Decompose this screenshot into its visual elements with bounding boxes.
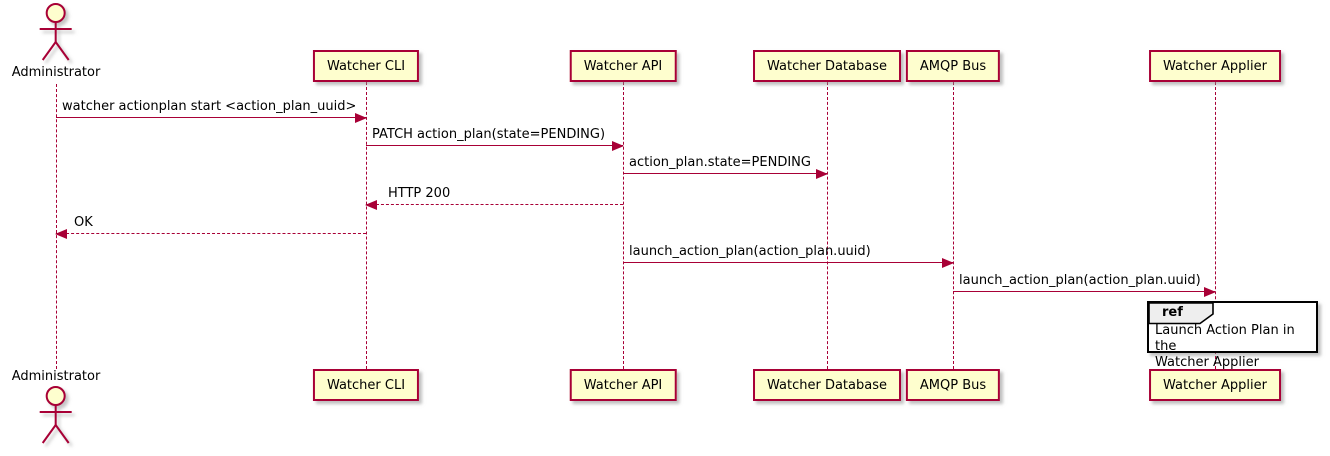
participant-label: Watcher CLI [326,58,406,74]
participant-amqp-bus-top: AMQP Bus [905,50,1001,82]
message-patch-action-plan: PATCH action_plan(state=PENDING) [366,126,624,151]
lifeline-watcher-cli [366,82,367,369]
message-http-200: HTTP 200 [365,185,623,210]
actor-icon [40,386,72,444]
participant-label: Watcher Database [767,58,887,74]
ref-text-line: Launch Action Plan in the [1155,323,1295,354]
actor-administrator-top: Administrator [11,2,101,81]
participant-watcher-database-bottom: Watcher Database [753,369,901,401]
lifeline-amqp-bus [953,82,954,369]
lifeline-administrator [56,84,57,369]
lifeline-watcher-applier [1215,82,1216,369]
arrowhead-right-icon [612,141,624,151]
message-label: launch_action_plan(action_plan.uuid) [629,244,871,259]
participant-label: AMQP Bus [919,377,987,393]
actor-icon [40,3,72,61]
message-actionplan-start: watcher actionplan start <action_plan_uu… [56,98,367,123]
participant-watcher-api-bottom: Watcher API [569,369,677,401]
ref-pentagon-icon [1148,302,1214,325]
message-label: PATCH action_plan(state=PENDING) [372,127,606,142]
arrowhead-right-icon [816,169,828,179]
actor-administrator-bottom: Administrator [11,369,101,448]
participant-label: Watcher API [583,58,663,74]
ref-keyword: ref [1162,305,1183,320]
participant-watcher-api-top: Watcher API [569,50,677,82]
participant-label: Watcher CLI [326,377,406,393]
message-label: watcher actionplan start <action_plan_uu… [62,99,357,114]
participant-watcher-database-top: Watcher Database [753,50,901,82]
message-label: OK [74,215,93,230]
participant-watcher-cli-bottom: Watcher CLI [312,369,420,401]
arrowhead-left-icon [365,200,377,210]
participant-watcher-applier-bottom: Watcher Applier [1149,369,1281,401]
actor-label: Administrator [11,65,101,80]
message-label: launch_action_plan(action_plan.uuid) [959,273,1201,288]
participant-label: Watcher Applier [1163,58,1267,74]
participant-watcher-cli-top: Watcher CLI [312,50,420,82]
participant-label: Watcher Database [767,377,887,393]
lifeline-watcher-api [623,82,624,369]
participant-label: Watcher API [583,377,663,393]
actor-label: Administrator [11,369,101,384]
message-launch-action-plan-applier: launch_action_plan(action_plan.uuid) [953,272,1216,297]
message-ok: OK [55,214,366,239]
ref-text-line: Watcher Applier [1155,355,1259,370]
participant-amqp-bus-bottom: AMQP Bus [905,369,1001,401]
lifeline-watcher-database [827,82,828,369]
arrowhead-right-icon [1204,287,1216,297]
participant-watcher-applier-top: Watcher Applier [1149,50,1281,82]
arrowhead-left-icon [55,229,67,239]
ref-fragment: ref Launch Action Plan in the Watcher Ap… [1147,301,1318,370]
participant-label: Watcher Applier [1163,377,1267,393]
arrowhead-right-icon [355,113,367,123]
message-state-pending: action_plan.state=PENDING [623,154,828,179]
participant-label: AMQP Bus [919,58,987,74]
message-launch-action-plan-amqp: launch_action_plan(action_plan.uuid) [623,243,954,268]
message-label: HTTP 200 [388,186,451,201]
ref-body: Launch Action Plan in the Watcher Applie… [1155,323,1312,371]
arrowhead-right-icon [942,258,954,268]
message-label: action_plan.state=PENDING [629,155,811,170]
